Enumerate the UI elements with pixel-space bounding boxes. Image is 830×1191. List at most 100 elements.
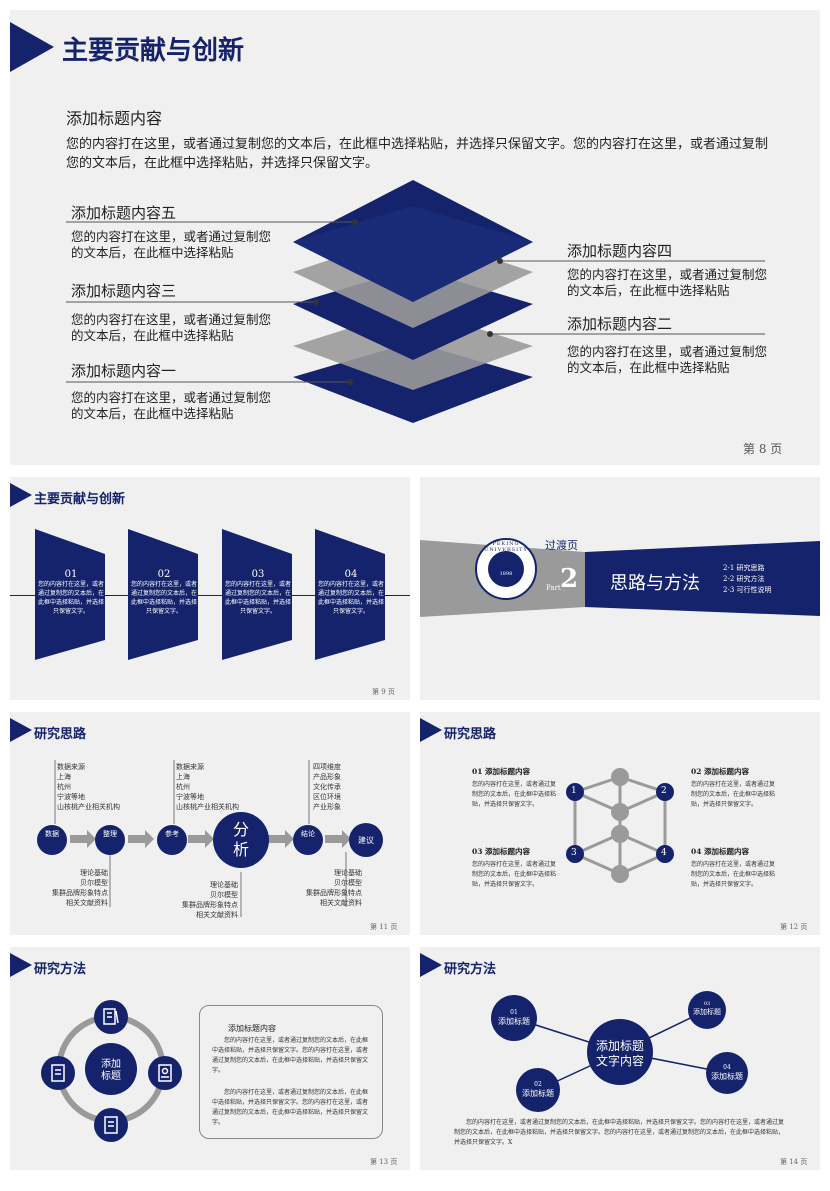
receipt-icon <box>51 1064 65 1082</box>
center-node-label: 添加标题文字内容 <box>595 1039 644 1068</box>
title-triangle <box>10 718 32 742</box>
section-title: 思路与方法 <box>610 573 700 594</box>
item-4-text: 您的内容打在这里，或者通过复制您的文本后，在此框中选择粘贴 <box>567 267 768 298</box>
toc-item-2: 2-2 研究方法 <box>723 575 765 583</box>
slide-8: 主要贡献与创新 添加标题内容 您的内容打在这里，或者通过复制您的文本后，在此框中… <box>10 10 820 465</box>
item-5-text: 您的内容打在这里，或者通过复制您的文本后，在此框中选择粘贴 <box>71 229 272 260</box>
seal-inner <box>488 551 524 587</box>
timeline-line <box>10 595 410 596</box>
title-triangle <box>420 953 442 977</box>
top-list-2: 数据来源上海杭州宁波等地山核桃产业相关机构 <box>176 763 239 811</box>
slide-title: 主要贡献与创新 <box>62 36 245 66</box>
card-2-shape <box>128 529 198 660</box>
top-list-1: 数据来源上海杭州宁波等地山核桃产业相关机构 <box>57 763 120 811</box>
arrow-1 <box>70 830 96 848</box>
title-triangle <box>10 953 32 977</box>
page-number: 第 9 页 <box>372 688 395 696</box>
arrow-5 <box>325 830 351 848</box>
slide-11: 研究思路 数据来源上海杭州宁波等地山核桃产业相关机构 数据来源上海杭州宁波等地山… <box>10 712 410 935</box>
seal-text: PEKING UNIVERSITY <box>484 541 528 553</box>
node-3-label: 3 <box>571 848 577 858</box>
slide-10: PEKING UNIVERSITY 1898 过渡页 Part 2 思路与方法 … <box>420 477 820 700</box>
slide-title: 研究思路 <box>34 727 87 742</box>
text-box-para-1: 您的内容打在这里，或者通过复制您的文本后，在此框中选择粘贴，并选择只保留文字。您… <box>212 1037 369 1074</box>
page-number: 第 13 页 <box>370 1158 398 1166</box>
item-2-text: 您的内容打在这里，或者通过复制您的文本后，在此框中选择粘贴 <box>567 344 768 375</box>
top-list-3: 四项维度产品形象文化传承区位环境产业形象 <box>313 763 341 811</box>
card-4-shape <box>315 529 385 660</box>
scroll-icon <box>104 1116 118 1134</box>
card-text: 您的内容打在这里，或者通过复制您的文本后，在此框中选择粘贴，并选择只保留文字。 <box>131 581 198 615</box>
transition-label: 过渡页 <box>545 539 578 552</box>
center-circle <box>85 1043 137 1095</box>
slide-9: 主要贡献与创新 01 您的内容打在这里，或者通过复制您的文本后，在此框中选择粘贴… <box>10 477 410 700</box>
text-box-title: 添加标题内容 <box>228 1024 276 1033</box>
card-2: 02 您的内容打在这里，或者通过复制您的文本后，在此框中选择粘贴，并选择只保留文… <box>131 569 197 616</box>
slide-12: 研究思路 1 2 3 4 01 添加标题内容 您的内容打在这里，或者通过复制您 <box>420 712 820 935</box>
node-03: 03 添加标题 <box>693 1001 721 1016</box>
title-triangle <box>420 718 442 742</box>
node-2-label: 2 <box>661 786 667 796</box>
seal-icon: PEKING UNIVERSITY 1898 <box>478 541 534 577</box>
page-number: 第 8 页 <box>743 442 783 456</box>
bottom-list-1: 理论基础贝尔模型集群品牌形象特点相关文献资料 <box>52 869 108 907</box>
layer-5-shade <box>293 206 533 302</box>
arrow-2 <box>128 830 154 848</box>
item-3-text: 您的内容打在这里，或者通过复制您的文本后，在此框中选择粘贴 <box>71 312 272 343</box>
card-number: 01 <box>64 569 78 580</box>
item-02: 02 添加标题内容 您的内容打在这里，或者通过复制您的文本后，在此框中选择粘贴，… <box>691 767 776 808</box>
toc-item-3: 2-3 可行性说明 <box>723 586 772 594</box>
body-text: 您的内容打在这里，或者通过复制您的文本后，在此框中选择粘贴，并选择只保留文字。您… <box>454 1119 785 1146</box>
card-text: 您的内容打在这里，或者通过复制您的文本后，在此框中选择粘贴，并选择只保留文字。 <box>318 581 385 615</box>
title-triangle <box>10 22 54 72</box>
item-1-text: 您的内容打在这里，或者通过复制您的文本后，在此框中选择粘贴 <box>71 390 272 421</box>
page-number: 第 12 页 <box>780 923 808 931</box>
part-label: Part <box>546 584 561 592</box>
toc-item-1: 2-1 研究思路 <box>723 564 765 572</box>
slide-title: 研究方法 <box>34 962 87 977</box>
center-label: 添加标题 <box>101 1059 121 1082</box>
card-text: 您的内容打在这里，或者通过复制您的文本后，在此框中选择粘贴，并选择只保留文字。 <box>38 581 105 615</box>
node-02: 02 添加标题 <box>522 1081 554 1098</box>
node-conclusion: 结论 <box>301 830 315 838</box>
slide-13: 研究方法 添加标题 添加标题内容 您的内容打在这里，或者通过复制您的文本后，在此… <box>10 947 410 1170</box>
section-heading: 添加标题内容 <box>66 109 163 128</box>
document-edit-icon <box>103 1008 119 1025</box>
card-1: 01 您的内容打在这里，或者通过复制您的文本后，在此框中选择粘贴，并选择只保留文… <box>38 569 104 616</box>
slide-title: 研究思路 <box>444 727 497 742</box>
layer-stack <box>66 180 765 423</box>
node-01: 01 添加标题 <box>498 1009 530 1026</box>
item-4-title: 添加标题内容四 <box>567 242 673 260</box>
node-reference: 参考 <box>165 830 179 838</box>
slide-title: 研究方法 <box>444 962 497 977</box>
seal-year: 1898 <box>499 571 513 577</box>
card-3-shape <box>222 529 292 660</box>
text-box: 添加标题内容 您的内容打在这里，或者通过复制您的文本后，在此框中选择粘贴，并选择… <box>199 1005 383 1139</box>
card-4: 04 您的内容打在这里，或者通过复制您的文本后，在此框中选择粘贴，并选择只保留文… <box>318 569 384 616</box>
item-03: 03 添加标题内容 您的内容打在这里，或者通过复制您的文本后，在此框中选择粘贴，… <box>472 847 557 888</box>
intro-text: 您的内容打在这里，或者通过复制您的文本后，在此框中选择粘贴，并选择只保留文字。您… <box>66 137 769 171</box>
slide-14: 研究方法 添加标题文字内容 01 添加标题 03 添加标题 02 添加标题 04… <box>420 947 820 1170</box>
item-04: 04 添加标题内容 您的内容打在这里，或者通过复制您的文本后，在此框中选择粘贴，… <box>691 847 776 888</box>
card-number: 04 <box>344 569 358 580</box>
node-suggestion: 建议 <box>358 836 374 845</box>
node-organize: 整理 <box>103 830 117 838</box>
bottom-list-3: 理论基础贝尔模型集群品牌形象特点相关文献资料 <box>306 869 362 907</box>
slide-title: 主要贡献与创新 <box>34 492 126 507</box>
arrow-3 <box>188 830 214 848</box>
navy-band <box>585 541 820 616</box>
profile-document-icon <box>158 1064 172 1082</box>
cube-diagram <box>566 768 674 883</box>
arrow-4 <box>268 830 294 848</box>
item-5-title: 添加标题内容五 <box>71 204 177 222</box>
part-number: 2 <box>560 564 579 594</box>
item-1-title: 添加标题内容一 <box>71 362 177 380</box>
toc-list: 2-1 研究思路 2-2 研究方法 2-3 可行性说明 <box>723 563 783 596</box>
card-number: 03 <box>251 569 265 580</box>
node-1-label: 1 <box>571 786 577 796</box>
title-triangle <box>10 483 32 507</box>
card-3: 03 您的内容打在这里，或者通过复制您的文本后，在此框中选择粘贴，并选择只保留文… <box>225 569 291 616</box>
text-box-para-2: 您的内容打在这里，或者通过复制您的文本后，在此框中选择粘贴，并选择只保留文字。您… <box>212 1089 369 1126</box>
item-2-title: 添加标题内容二 <box>567 315 673 333</box>
item-3-title: 添加标题内容三 <box>71 282 177 300</box>
